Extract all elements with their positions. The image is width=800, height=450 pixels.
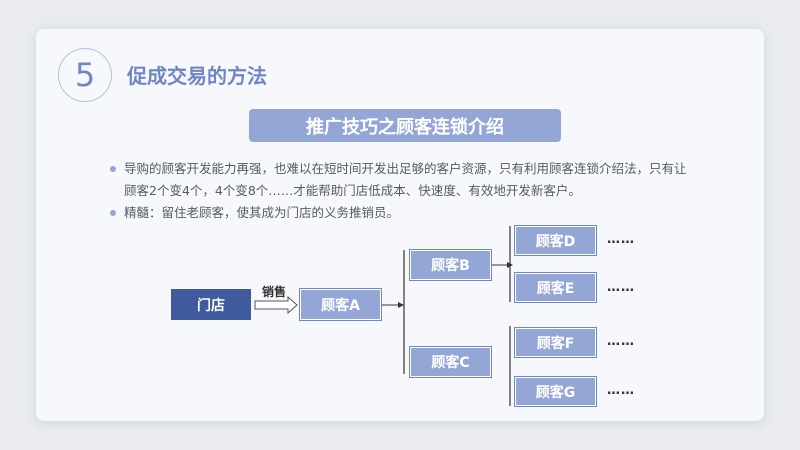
node-customer-a: 顾客A [299, 288, 382, 321]
ellipsis-f: …… [607, 334, 635, 349]
node-customer-b: 顾客B [409, 249, 492, 281]
node-customer-d: 顾客D [514, 225, 597, 256]
bullet-item: 导购的顾客开发能力再强，也难以在短时间开发出足够的客户资源，只有利用顾客连锁介绍… [110, 158, 690, 202]
sale-arrow-icon [254, 295, 298, 315]
node-customer-f: 顾客F [514, 327, 597, 358]
bullet-text: 精髓：留住老顾客，使其成为门店的义务推销员。 [124, 205, 400, 220]
bullet-dot-icon [110, 210, 116, 216]
section-number-badge: 5 [58, 48, 112, 102]
topic-banner: 推广技巧之顾客连锁介绍 [249, 109, 561, 142]
ellipsis-d: …… [607, 232, 635, 247]
node-customer-g: 顾客G [514, 376, 597, 407]
edge-label-sale: 销售 [262, 285, 287, 299]
node-customer-c: 顾客C [409, 346, 492, 378]
bullet-item: 精髓：留住老顾客，使其成为门店的义务推销员。 [110, 202, 690, 224]
connector-a-head [398, 302, 404, 308]
slide-card [36, 29, 764, 421]
node-customer-e: 顾客E [514, 272, 597, 303]
node-store: 门店 [171, 289, 251, 320]
bullet-text: 导购的顾客开发能力再强，也难以在短时间开发出足够的客户资源，只有利用顾客连锁介绍… [124, 161, 687, 198]
slide-title: 促成交易的方法 [127, 64, 267, 88]
bullet-list: 导购的顾客开发能力再强，也难以在短时间开发出足够的客户资源，只有利用顾客连锁介绍… [110, 158, 690, 224]
bullet-dot-icon [110, 166, 116, 172]
ellipsis-e: …… [607, 280, 635, 295]
ellipsis-g: …… [607, 383, 635, 398]
